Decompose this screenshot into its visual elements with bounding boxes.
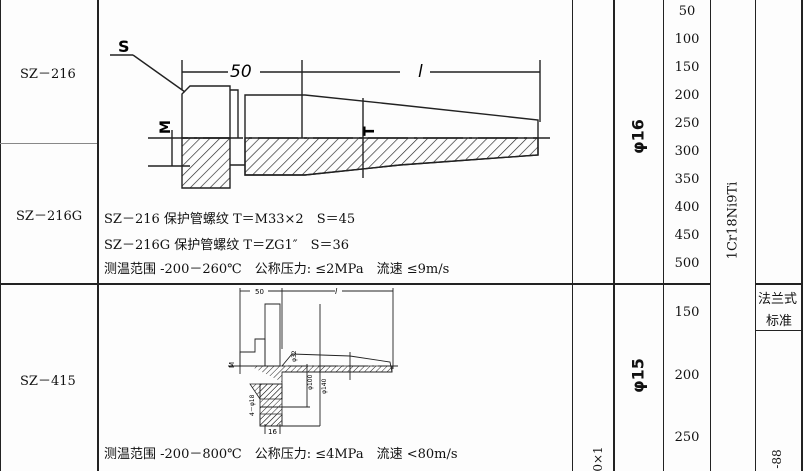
label-l: l <box>418 62 423 82</box>
spec-range-415: 测温范围 -200－800℃ 公称压力: ≤4MPa 流速 <80m/s <box>104 447 458 462</box>
column-divider <box>755 0 756 471</box>
model-sz-415: SZ－415 <box>20 374 76 389</box>
partial-text-col3: 0×1 <box>591 446 605 471</box>
length-value: 350 <box>674 172 700 187</box>
length-value: 200 <box>674 88 700 103</box>
column-divider <box>97 0 99 471</box>
row-divider <box>0 283 710 285</box>
label-50: 50 <box>230 62 252 82</box>
spec-thread-216g: SZ－216G 保护管螺纹 T＝ZG1″ S＝36 <box>104 238 350 253</box>
label-thickness: 16 <box>268 428 277 436</box>
length-value: 450 <box>674 228 700 243</box>
label-d100: φ100 <box>307 374 314 390</box>
length-value: 100 <box>674 32 700 47</box>
drawing-sz-216: S 50 l M T <box>110 37 550 189</box>
length-value: 150 <box>674 305 700 320</box>
label-s: S <box>118 37 130 56</box>
label-m: M <box>228 362 236 368</box>
label-l: l <box>335 287 338 296</box>
length-value: 300 <box>674 144 700 159</box>
column-divider <box>613 0 615 471</box>
spec-thread-216: SZ－216 保护管螺纹 T＝M33×2 S＝45 <box>104 212 356 227</box>
model-sz-216g: SZ－216G <box>16 209 83 224</box>
diameter-16: φ16 <box>628 119 648 154</box>
label-holes: 4－φ18 <box>249 394 256 416</box>
diameter-15: φ15 <box>628 358 648 393</box>
length-value: 400 <box>674 200 700 215</box>
column-divider <box>710 0 711 471</box>
length-value: 150 <box>674 60 700 75</box>
label-50: 50 <box>255 288 264 296</box>
column-divider <box>572 0 573 471</box>
cell-divider <box>755 330 803 331</box>
mount-type: 法兰式 <box>758 292 798 307</box>
length-value: 500 <box>674 256 700 271</box>
length-value: 200 <box>674 368 700 383</box>
partial-text-col7: -88 <box>770 449 784 469</box>
row-divider <box>755 283 803 285</box>
label-d32: φ32 <box>291 350 298 362</box>
model-divider <box>0 143 97 144</box>
label-t: T <box>362 126 378 136</box>
table-border <box>801 0 803 471</box>
drawing-sz-415: 50 l M φ32 φ100 φ140 4－φ18 16 <box>228 287 398 436</box>
model-sz-216: SZ－216 <box>20 67 76 82</box>
length-value: 50 <box>678 4 696 19</box>
label-d140: φ140 <box>321 378 328 394</box>
label-m: M <box>158 120 174 134</box>
column-divider <box>663 0 664 471</box>
length-value: 250 <box>674 430 700 445</box>
mount-standard: 标准 <box>766 314 793 329</box>
material: 1Cr18Ni9Ti <box>725 181 741 260</box>
spec-range-216: 测温范围 -200－260℃ 公称压力: ≤2MPa 流速 ≤9m/s <box>104 262 450 277</box>
length-value: 250 <box>674 116 700 131</box>
table-border <box>0 0 1 471</box>
